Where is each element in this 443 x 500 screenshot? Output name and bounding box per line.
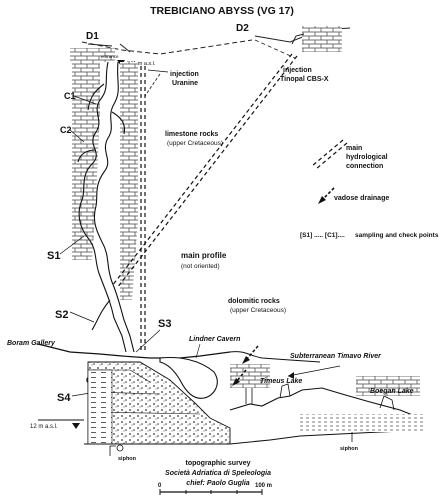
lindner-cavern-label: Lindner Cavern	[189, 336, 240, 343]
injection-uranine-line1: injection	[170, 71, 199, 78]
legend-main-connection-line2: hydrological	[346, 154, 388, 161]
siphon-right-label: siphon	[340, 446, 359, 452]
doline-d1-label: D1	[86, 31, 99, 42]
boegan-lake-label: Boegan Lake	[370, 388, 414, 395]
limestone-label-line2: (upper Cretaceous)	[167, 140, 223, 147]
credits-line2: Società Adriatica di Speleologia	[165, 470, 271, 477]
legend-sampling-codes: [S1] ..... [C1]....	[300, 232, 345, 239]
limestone-label-line1: limestone rocks	[165, 131, 218, 138]
d1-connection-dashed	[144, 73, 161, 97]
legend-sampling-text: sampling and check points	[355, 232, 439, 239]
point-c1-label: C1	[64, 91, 76, 101]
surface-d2	[254, 26, 351, 59]
point-s1-label: S1	[47, 250, 60, 262]
legend-main-connection-line3: connection	[346, 163, 383, 170]
scale-bar	[159, 489, 263, 495]
siphon-left-symbol	[109, 444, 124, 456]
dolomitic-label-line2: (upper Cretaceous)	[230, 307, 286, 314]
legend-vadose-text: vadose drainage	[334, 195, 389, 202]
credits-line3: chief: Paolo Guglia	[186, 480, 250, 487]
bottom-elevation-marker	[72, 423, 80, 429]
scale-max-label: 100 m	[255, 483, 272, 489]
profile-label-line1: main profile	[181, 251, 227, 260]
legend-main-connection-symbol	[311, 139, 348, 170]
scale-zero-label: 0	[158, 483, 162, 489]
injection-tinopal-line1: injection	[283, 67, 312, 74]
main-connection-vertical	[140, 66, 146, 352]
diagram-title: TREBICIANO ABYSS (VG 17)	[150, 5, 294, 17]
dolomitic-label-line1: dolomitic rocks	[228, 298, 280, 305]
doline-d2-label: D2	[236, 23, 249, 34]
profile-label-line2: (not oriented)	[181, 263, 220, 270]
legend-main-connection-line1: main	[346, 145, 362, 152]
entrance-elevation: 341 m a.s.l.	[127, 61, 156, 67]
injection-tinopal-line2: Tinopal CBS-X	[280, 76, 329, 83]
limestone-rock-right	[120, 62, 138, 300]
cave-shaft	[77, 61, 135, 353]
entrance-label: entrance	[101, 54, 119, 59]
timavo-river-label: Subterranean Timavo River	[290, 353, 382, 360]
timeus-lake-label: Timeus Lake	[260, 378, 302, 385]
boram-gallery-label: Boram Gallery	[7, 340, 56, 347]
bottom-elevation-label: 12 m a.s.l.	[30, 424, 58, 430]
credits-line1: topographic survey	[186, 460, 251, 467]
point-s3-label: S3	[158, 318, 171, 330]
point-c2-label: C2	[60, 125, 72, 135]
point-s4-label: S4	[57, 392, 71, 404]
point-s2-label: S2	[55, 309, 68, 321]
siphon-left-label: siphon	[118, 456, 137, 462]
injection-uranine-line2: Uranine	[172, 80, 198, 87]
legend-vadose-symbol	[318, 187, 335, 204]
surface-d1	[70, 39, 253, 62]
